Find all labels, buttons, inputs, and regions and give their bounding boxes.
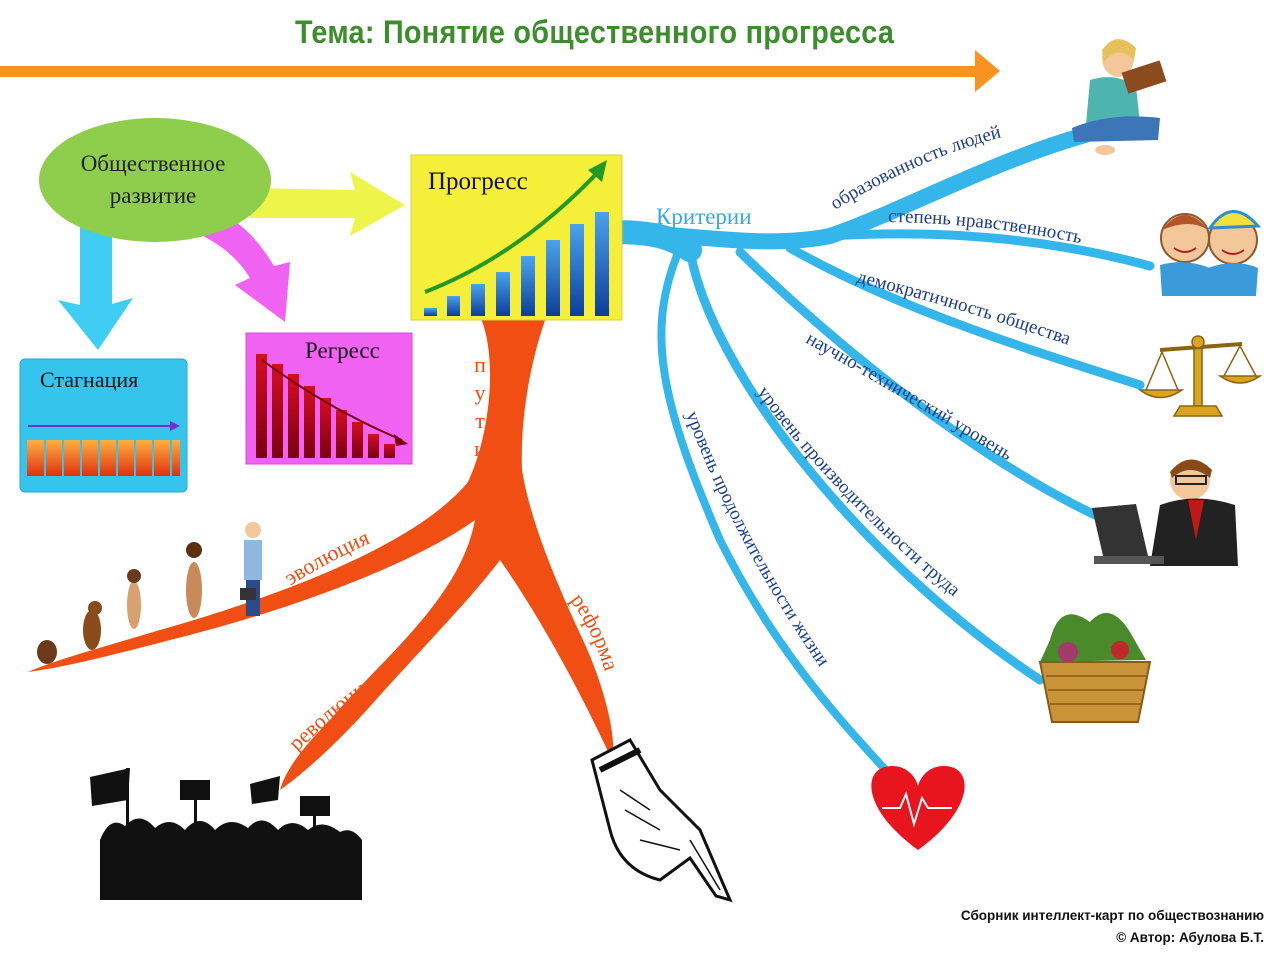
regress-bars bbox=[256, 354, 395, 458]
paths-letter: п bbox=[474, 352, 486, 377]
paths-tree bbox=[28, 312, 614, 790]
page-title: Тема: Понятие общественного прогресса bbox=[295, 14, 895, 50]
footer-author: © Автор: Абулова Б.Т. bbox=[1116, 930, 1264, 945]
root-ellipse bbox=[39, 118, 271, 242]
heart-pulse-icon bbox=[871, 766, 965, 850]
criterion-technology: научно-технический уровень bbox=[802, 328, 1016, 465]
progress-label: Прогресс bbox=[428, 168, 528, 195]
root-node-line: Общественное bbox=[80, 151, 226, 176]
stagnation-label: Стагнация bbox=[40, 367, 139, 392]
paths-label-vertical: п у т и bbox=[474, 352, 486, 461]
criteria-tree bbox=[600, 127, 1155, 779]
regress-label: Регресс bbox=[305, 338, 380, 363]
root-node-label: Общественное развитие bbox=[40, 148, 266, 212]
protest-crowd-icon bbox=[90, 768, 362, 900]
footer-collection: Сборник интеллект-карт по обществознанию bbox=[960, 908, 1264, 923]
stagnation-bars bbox=[27, 440, 180, 476]
criteria-label: Критерии bbox=[656, 204, 752, 229]
scales-icon bbox=[1137, 335, 1263, 417]
computer-worker-icon bbox=[1092, 459, 1238, 566]
stagnation-box bbox=[19, 358, 188, 493]
root-node-line: развитие bbox=[109, 183, 197, 208]
vegetable-basket-icon bbox=[1038, 613, 1152, 723]
criterion-democracy: демократичность общества bbox=[855, 266, 1074, 349]
title-arrow bbox=[0, 50, 1000, 92]
evolution-figures-icon bbox=[37, 522, 262, 664]
children-icon bbox=[1160, 210, 1262, 296]
paths-letter: и bbox=[474, 436, 486, 461]
root-arrows bbox=[58, 172, 405, 350]
progress-trend-arrow bbox=[424, 168, 602, 294]
progress-bars bbox=[424, 212, 609, 316]
regress-box bbox=[245, 332, 413, 465]
paths-letter: у bbox=[475, 380, 486, 405]
paths-letter: т bbox=[475, 408, 485, 433]
pointing-hand-icon bbox=[590, 738, 733, 903]
progress-box bbox=[410, 154, 623, 321]
reading-woman-icon bbox=[1072, 39, 1167, 155]
